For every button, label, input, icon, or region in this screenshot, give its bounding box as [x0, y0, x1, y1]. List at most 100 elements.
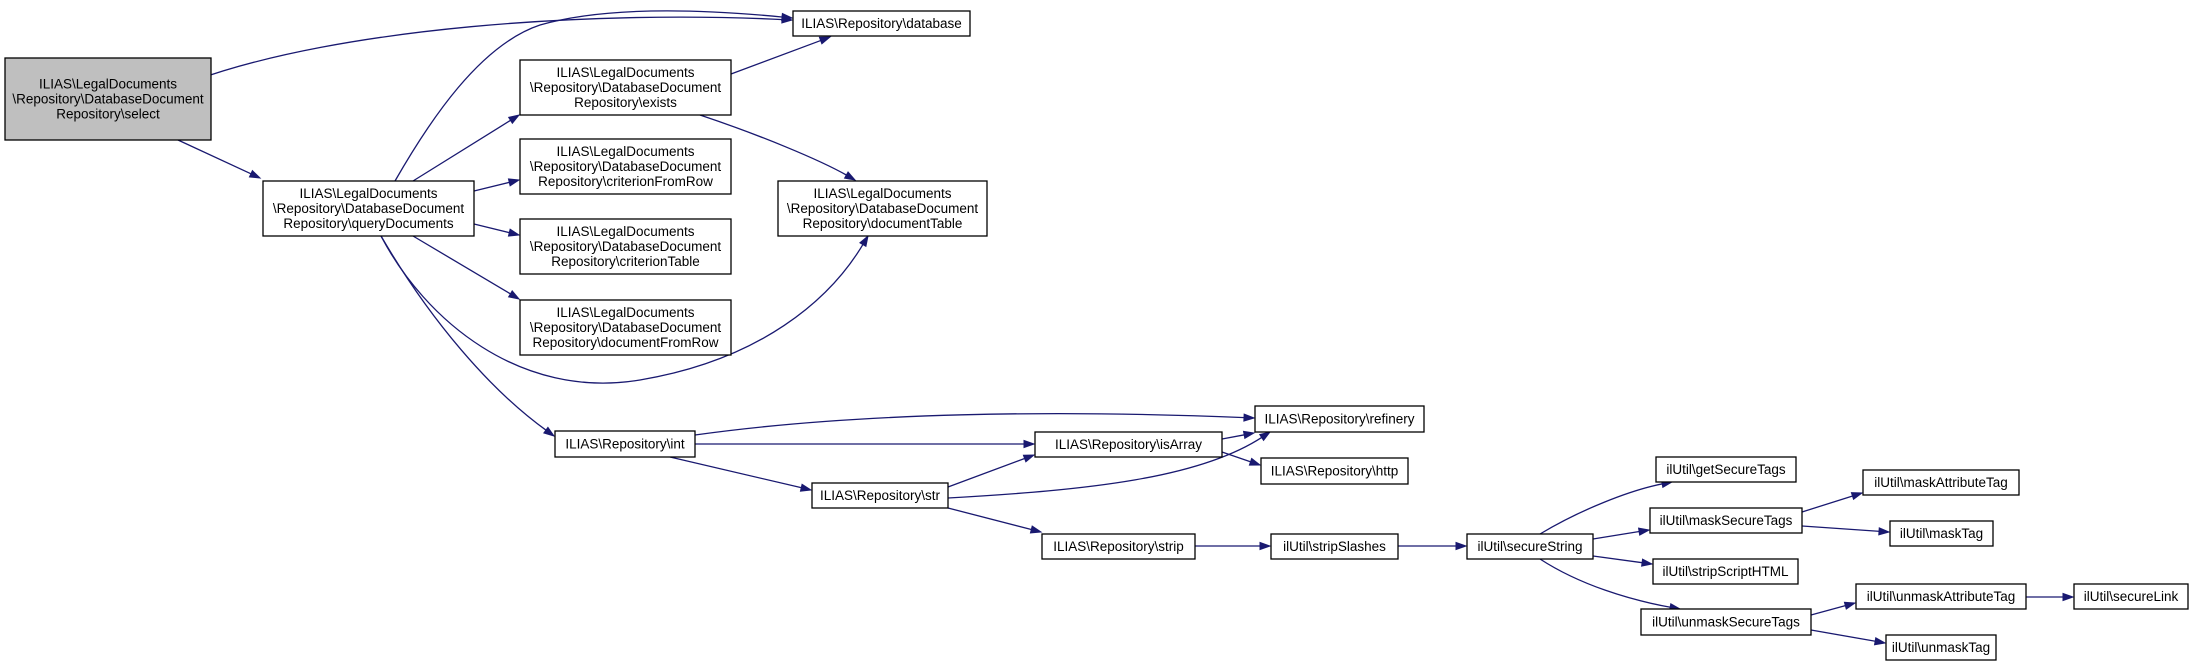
edge-line	[669, 456, 803, 489]
arrowhead-icon	[859, 234, 869, 248]
node-label-line: \Repository\DatabaseDocument	[530, 80, 722, 95]
node-maskAttributeTag[interactable]: ilUtil\maskAttributeTag	[1862, 469, 2020, 496]
node-label-line: Repository\documentTable	[803, 216, 963, 231]
node-label-line: \Repository\DatabaseDocument	[530, 159, 722, 174]
node-box	[1862, 469, 2020, 496]
edge-str-to-refinery	[947, 431, 1272, 499]
arrowhead-icon	[1873, 637, 1887, 646]
node-maskSecureTags[interactable]: ilUtil\maskSecureTags	[1649, 507, 1803, 534]
edge-line	[1539, 558, 1672, 609]
node-documentTable[interactable]: ILIAS\LegalDocuments\Repository\Database…	[777, 180, 988, 237]
node-queryDocuments[interactable]: ILIAS\LegalDocuments\Repository\Database…	[262, 180, 475, 237]
node-box	[2073, 583, 2189, 610]
node-refinery[interactable]: ILIAS\Repository\refinery	[1254, 405, 1425, 433]
node-box	[1034, 431, 1223, 458]
node-maskTag[interactable]: ilUtil\maskTag	[1889, 520, 1994, 547]
node-stripScriptHTML[interactable]: ilUtil\stripScriptHTML	[1652, 558, 1799, 585]
arrowhead-icon	[543, 426, 556, 437]
node-label-line: ilUtil\maskSecureTags	[1660, 513, 1793, 528]
node-label-line: ILIAS\LegalDocuments	[556, 305, 694, 320]
edge-unmaskSecureTags-to-unmaskAttributeTag	[1810, 601, 1857, 616]
node-box	[1855, 583, 2027, 610]
edge-str-to-strip	[947, 507, 1043, 534]
node-label-line: \Repository\DatabaseDocument	[12, 92, 204, 107]
node-criterionFromRow[interactable]: ILIAS\LegalDocuments\Repository\Database…	[519, 138, 732, 195]
arrowhead-icon	[1248, 457, 1262, 466]
edge-maskSecureTags-to-maskAttributeTag	[1801, 492, 1864, 513]
node-box	[1466, 533, 1594, 560]
edge-secureString-to-stripScriptHTML	[1592, 555, 1654, 567]
node-label-line: ilUtil\stripSlashes	[1283, 539, 1386, 554]
node-database[interactable]: ILIAS\Repository\database	[792, 10, 971, 37]
node-box	[1655, 456, 1797, 483]
node-label-line: ilUtil\maskAttributeTag	[1874, 475, 2008, 490]
edge-line	[947, 457, 1026, 488]
edge-line	[394, 10, 784, 182]
node-label-line: ILIAS\Repository\strip	[1053, 539, 1184, 554]
node-label-line: ILIAS\LegalDocuments	[299, 186, 437, 201]
node-documentFromRow[interactable]: ILIAS\LegalDocuments\Repository\Database…	[519, 299, 732, 356]
arrowhead-icon	[2062, 592, 2075, 602]
edge-line	[1592, 555, 1644, 564]
edge-line	[380, 235, 548, 432]
node-label-line: ILIAS\Repository\http	[1271, 464, 1399, 479]
edge-line	[1539, 483, 1664, 535]
node-int[interactable]: ILIAS\Repository\int	[554, 430, 696, 458]
node-box	[519, 299, 732, 356]
edge-line	[1221, 451, 1252, 463]
node-label-line: Repository\exists	[574, 95, 677, 110]
node-isArray[interactable]: ILIAS\Repository\isArray	[1034, 431, 1223, 458]
node-getSecureTags[interactable]: ilUtil\getSecureTags	[1655, 456, 1797, 483]
node-unmaskAttributeTag[interactable]: ilUtil\unmaskAttributeTag	[1855, 583, 2027, 610]
node-box	[4, 57, 212, 141]
edge-stripSlashes-to-secureString	[1398, 541, 1468, 551]
node-label-line: ilUtil\maskTag	[1900, 526, 1983, 541]
arrowhead-icon	[843, 171, 857, 181]
node-label-line: ILIAS\LegalDocuments	[556, 144, 694, 159]
node-box	[1260, 457, 1409, 485]
node-box	[792, 10, 971, 37]
node-box	[1041, 533, 1196, 560]
node-secureString[interactable]: ilUtil\secureString	[1466, 533, 1594, 560]
node-http[interactable]: ILIAS\Repository\http	[1260, 457, 1409, 485]
node-criterionTable[interactable]: ILIAS\LegalDocuments\Repository\Database…	[519, 218, 732, 275]
node-label-line: ilUtil\unmaskSecureTags	[1652, 615, 1800, 630]
node-label-line: ilUtil\getSecureTags	[1666, 462, 1786, 477]
node-secureLink[interactable]: ilUtil\secureLink	[2073, 583, 2189, 610]
node-label-line: Repository\criterionTable	[551, 254, 700, 269]
node-box	[1649, 507, 1803, 534]
edge-line	[1592, 530, 1641, 540]
node-stripSlashes[interactable]: ilUtil\stripSlashes	[1270, 533, 1399, 560]
edge-int-to-refinery	[694, 412, 1256, 436]
edge-queryDocuments-to-documentTable	[380, 234, 869, 384]
arrowhead-icon	[507, 114, 521, 125]
node-box	[1640, 608, 1812, 636]
arrowhead-icon	[1455, 541, 1468, 551]
edge-line	[1801, 495, 1854, 513]
node-label-line: \Repository\DatabaseDocument	[273, 201, 465, 216]
edge-exists-to-documentTable	[699, 114, 857, 181]
node-label-line: \Repository\DatabaseDocument	[530, 320, 722, 335]
node-label-line: ILIAS\Repository\str	[820, 488, 941, 503]
edge-line	[694, 412, 1246, 436]
edge-select-to-queryDocuments	[177, 139, 262, 179]
node-exists[interactable]: ILIAS\LegalDocuments\Repository\Database…	[519, 59, 732, 116]
node-box	[554, 430, 696, 458]
node-unmaskSecureTags[interactable]: ilUtil\unmaskSecureTags	[1640, 608, 1812, 636]
node-label-line: ILIAS\LegalDocuments	[813, 186, 951, 201]
node-strip[interactable]: ILIAS\Repository\strip	[1041, 533, 1196, 560]
edge-secureString-to-maskSecureTags	[1592, 527, 1651, 540]
arrowhead-icon	[818, 36, 832, 45]
edge-queryDocuments-to-exists	[412, 114, 521, 182]
node-unmaskTag[interactable]: ilUtil\unmaskTag	[1885, 634, 1997, 661]
node-str[interactable]: ILIAS\Repository\str	[811, 482, 949, 509]
node-label-line: Repository\queryDocuments	[283, 216, 454, 231]
node-label-line: ILIAS\LegalDocuments	[39, 77, 177, 92]
edge-line	[947, 436, 1263, 499]
edge-line	[699, 114, 848, 177]
arrowhead-icon	[507, 178, 521, 187]
node-label-line: ILIAS\Repository\refinery	[1264, 412, 1414, 427]
node-select[interactable]: ILIAS\LegalDocuments\Repository\Database…	[4, 57, 212, 141]
edge-queryDocuments-to-database	[394, 10, 794, 182]
edge-line	[947, 507, 1033, 531]
